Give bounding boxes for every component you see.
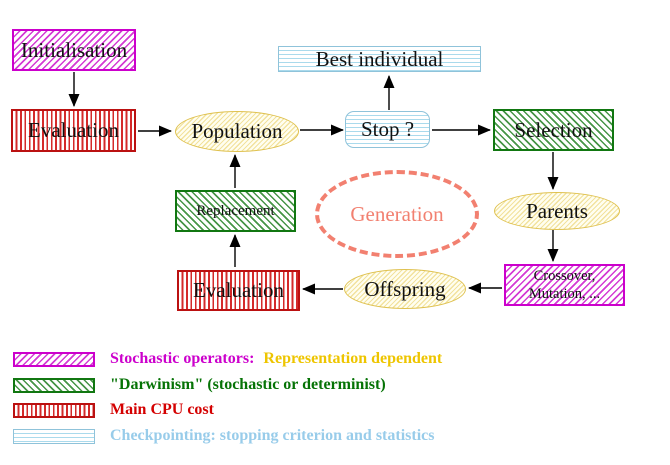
legend-swatch-green-hatch	[13, 377, 95, 393]
node-evaluation-top: Evaluation	[11, 109, 136, 152]
legend-row-cpu-cost: Main CPU cost	[13, 399, 214, 421]
legend-swatch-magenta-hatch	[13, 351, 95, 367]
legend-text-darwinism: "Darwinism" (stochastic or determinist)	[110, 376, 386, 393]
legend-row-stochastic-operators: Stochastic operators: Representation dep…	[13, 348, 442, 370]
node-crossover-mutation: Crossover, Mutation, ...	[504, 264, 625, 306]
node-initialisation: Initialisation	[12, 29, 136, 71]
legend-swatch-red-stripes	[13, 402, 95, 418]
node-stop: Stop ?	[345, 111, 430, 148]
legend-swatch-cyan-stripes	[13, 428, 95, 444]
node-selection: Selection	[493, 109, 614, 151]
node-replacement: Replacement	[175, 190, 296, 232]
crossover-line2: Mutation, ...	[528, 286, 601, 302]
legend-text-cpu-cost: Main CPU cost	[110, 401, 214, 418]
crossover-line1: Crossover,	[533, 267, 596, 284]
legend-text-stochastic-operators: Stochastic operators:	[110, 350, 255, 367]
legend-text-representation-dependent: Representation dependent	[263, 350, 443, 367]
node-population: Population	[175, 111, 299, 152]
node-parents: Parents	[494, 192, 620, 230]
legend-row-checkpointing: Checkpointing: stopping criterion and st…	[13, 425, 434, 447]
node-offspring: Offspring	[344, 269, 466, 309]
node-best-individual: Best individual	[278, 46, 481, 72]
legend-text-checkpointing: Checkpointing: stopping criterion and st…	[110, 427, 435, 444]
generation-loop-ellipse: Generation	[315, 170, 479, 258]
legend-row-darwinism: "Darwinism" (stochastic or determinist)	[13, 374, 386, 396]
node-evaluation-bottom: Evaluation	[177, 270, 300, 311]
